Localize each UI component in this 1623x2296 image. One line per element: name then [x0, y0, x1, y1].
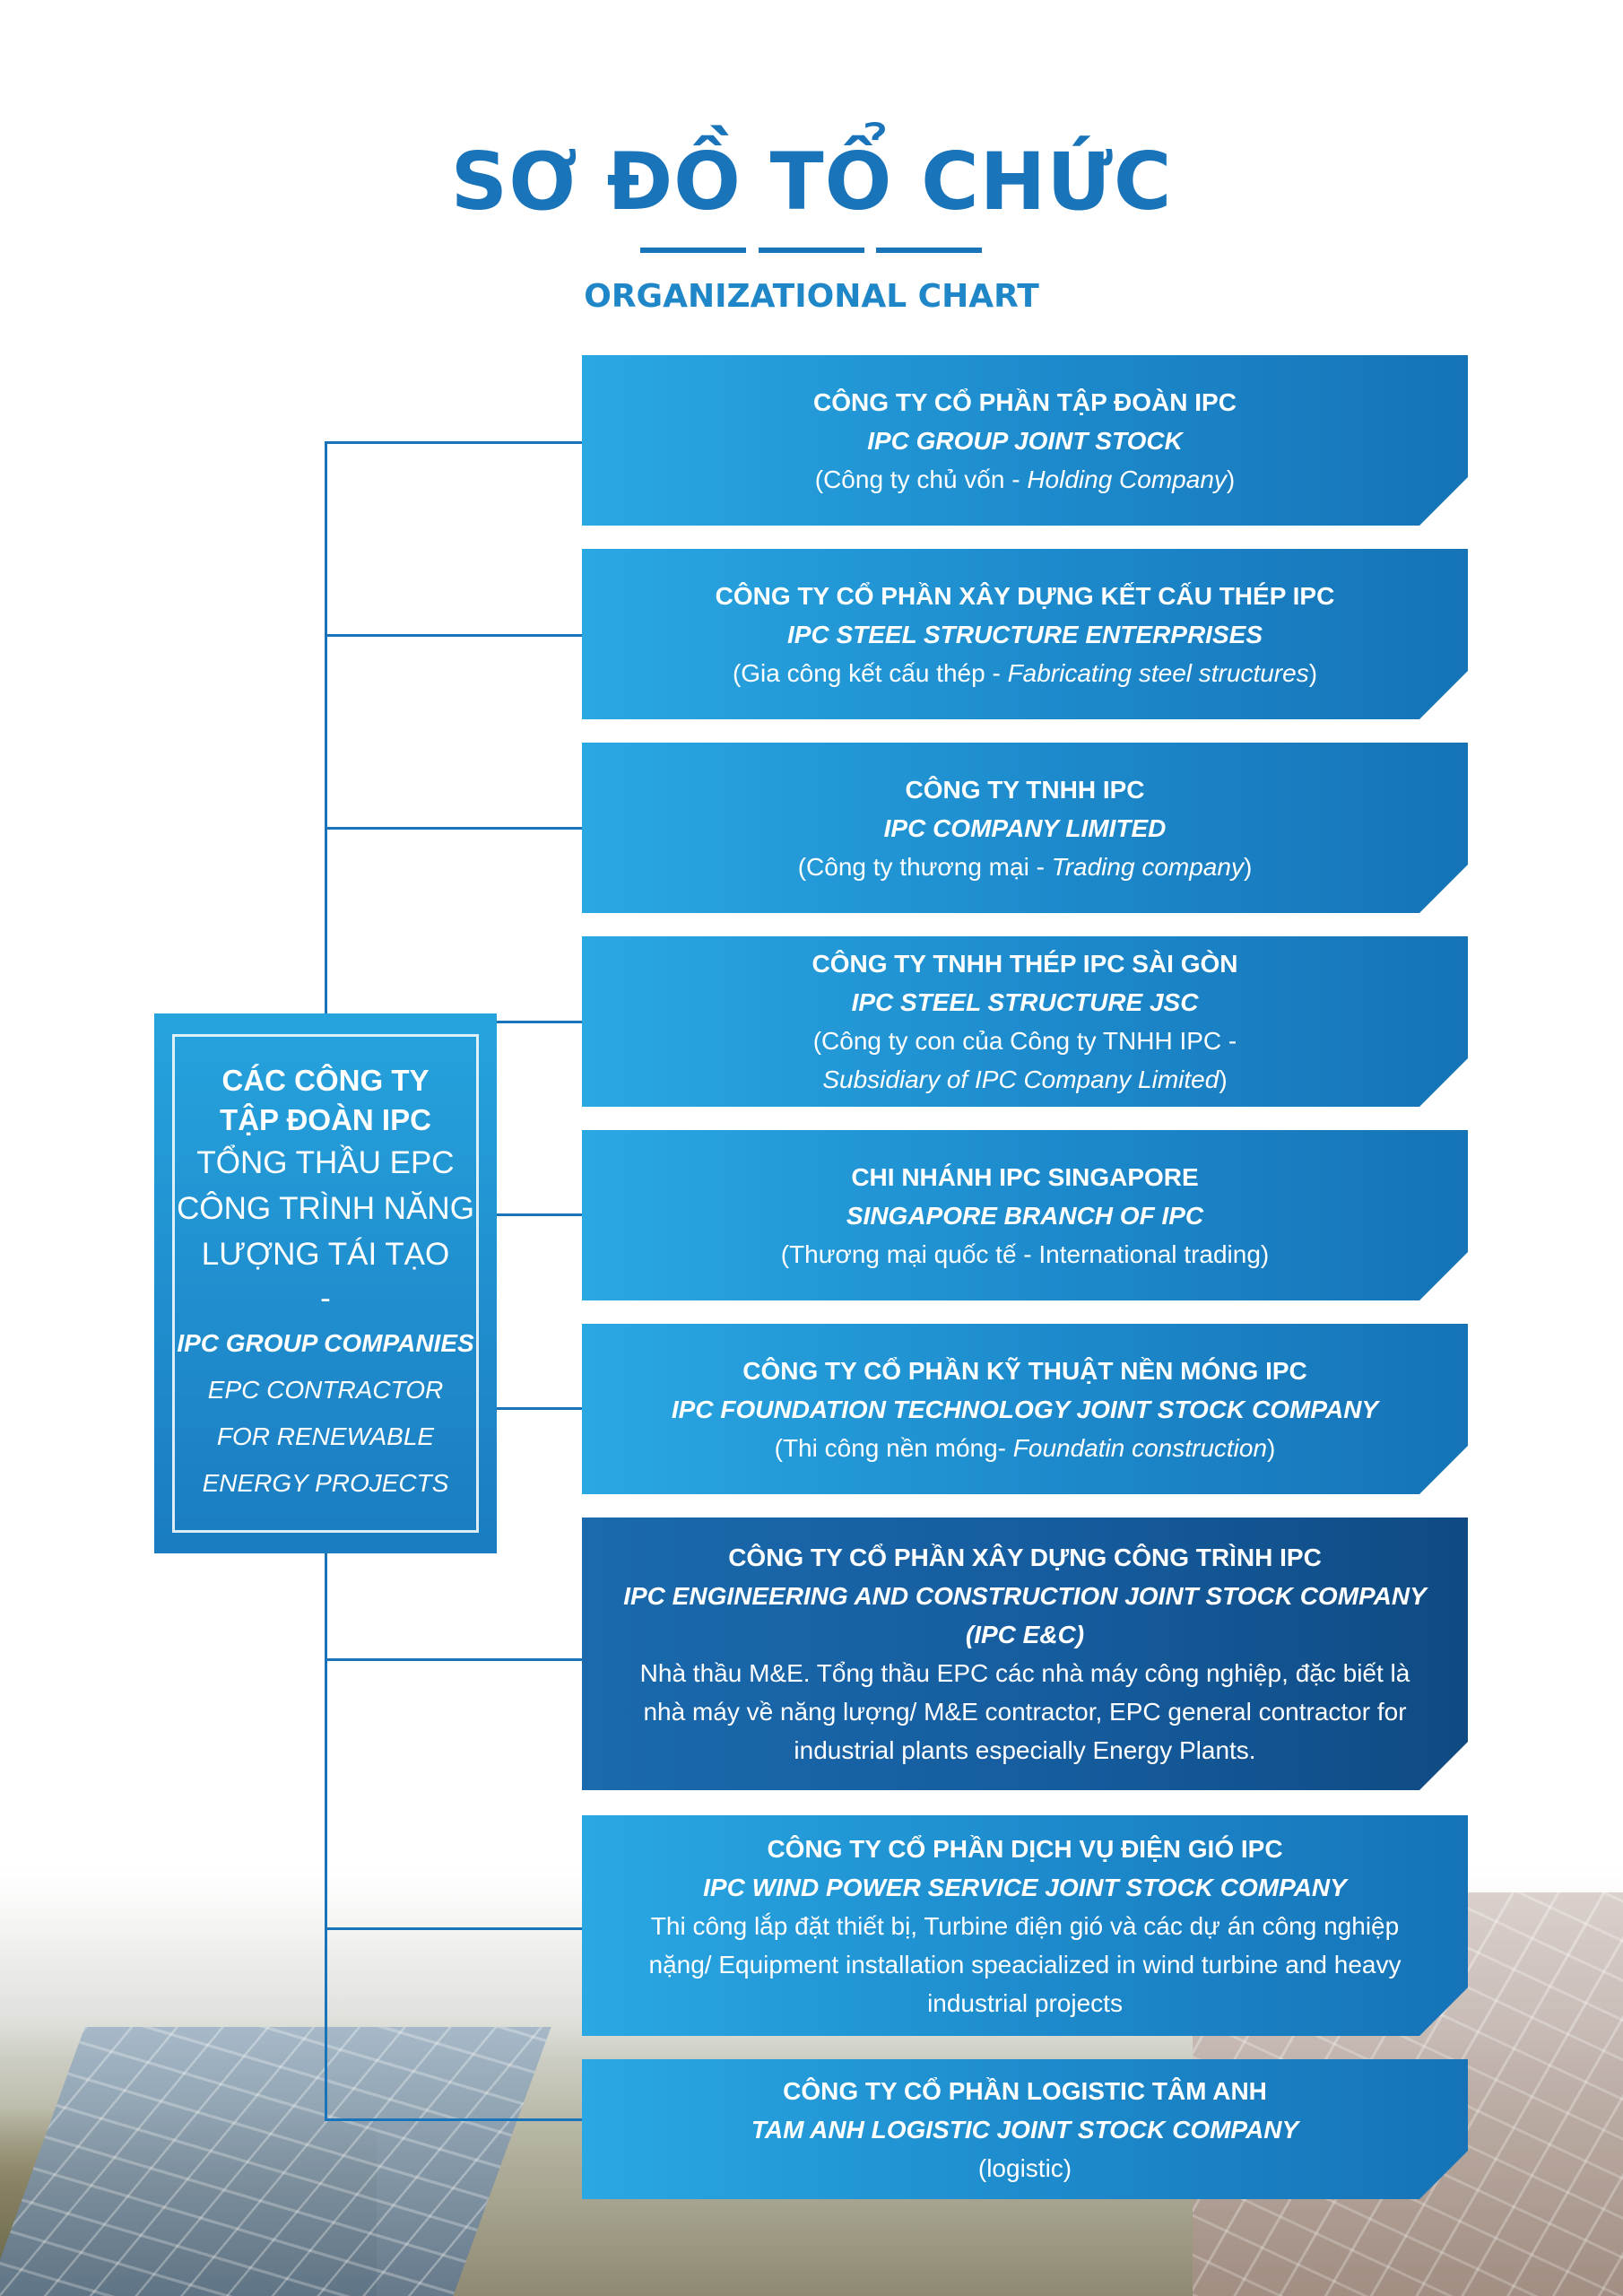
company-description: Nhà thầu M&E. Tổng thầu EPC các nhà máy … [639, 1659, 1410, 1687]
company-box-wind-power-service: CÔNG TY CỔ PHẦN DỊCH VỤ ĐIỆN GIÓ IPC IPC… [582, 1815, 1468, 2036]
company-english-name: TAM ANH LOGISTIC JOINT STOCK COMPANY [751, 2115, 1299, 2144]
connector-branch-line [325, 2118, 583, 2121]
group-english-title: IPC GROUP COMPANIES [177, 1328, 474, 1357]
company-english-name: IPC COMPANY LIMITED [883, 813, 1167, 842]
company-name: CÔNG TY TNHH THÉP IPC SÀI GÒN [812, 950, 1238, 978]
connector-branch-line [325, 1658, 583, 1661]
company-box-steel-structure: CÔNG TY CỔ PHẦN XÂY DỰNG KẾT CẤU THÉP IP… [582, 549, 1468, 719]
company-name: CÔNG TY CỔ PHẦN KỸ THUẬT NỀN MÓNG IPC [742, 1356, 1307, 1385]
company-description: (Gia công kết cấu thép - Fabricating ste… [732, 658, 1318, 687]
company-name: CÔNG TY CỔ PHẦN TẬP ĐOÀN IPC [813, 387, 1237, 416]
page-subtitle: ORGANIZATIONAL CHART [584, 278, 1039, 315]
group-summary-box: CÁC CÔNG TY TẬP ĐOÀN IPC TỔNG THẦU EPC C… [154, 1013, 497, 1553]
company-description: industrial projects [927, 1988, 1123, 2017]
company-name: CÔNG TY TNHH IPC [905, 775, 1145, 804]
company-english-name: IPC GROUP JOINT STOCK [867, 426, 1183, 455]
company-name: CHI NHÁNH IPC SINGAPORE [851, 1162, 1199, 1191]
group-subtitle-line: LƯỢNG TÁI TẠO [201, 1236, 450, 1272]
company-box-ipc-limited: CÔNG TY TNHH IPC IPC COMPANY LIMITED (Cô… [582, 743, 1468, 913]
company-name: CÔNG TY CỔ PHẦN XÂY DỰNG CÔNG TRÌNH IPC [728, 1544, 1322, 1571]
company-english-name: IPC STEEL STRUCTURE JSC [851, 988, 1199, 1016]
company-english-name: IPC ENGINEERING AND CONSTRUCTION JOINT S… [623, 1582, 1427, 1610]
group-english-line: FOR RENEWABLE [216, 1422, 435, 1450]
company-english-name: IPC STEEL STRUCTURE ENTERPRISES [786, 620, 1263, 648]
company-description: industrial plants especially Energy Plan… [794, 1736, 1256, 1764]
company-box-ipc-group: CÔNG TY CỔ PHẦN TẬP ĐOÀN IPC IPC GROUP J… [582, 355, 1468, 526]
group-summary-frame: CÁC CÔNG TY TẬP ĐOÀN IPC TỔNG THẦU EPC C… [172, 1034, 479, 1533]
company-description: nhà máy về năng lượng/ M&E contractor, E… [643, 1698, 1407, 1726]
group-separator: - [320, 1280, 331, 1316]
company-short-name: (IPC E&C) [965, 1621, 1085, 1648]
company-english-name: SINGAPORE BRANCH OF IPC [846, 1201, 1204, 1230]
group-title-line: TẬP ĐOÀN IPC [220, 1102, 431, 1136]
company-english-name: IPC WIND POWER SERVICE JOINT STOCK COMPA… [703, 1873, 1347, 1901]
company-description: nặng/ Equipment installation speacialize… [648, 1950, 1402, 1979]
company-description: (logistic) [977, 2153, 1072, 2182]
company-description: (Công ty thương mại - Trading company) [797, 852, 1253, 881]
company-box-tam-anh-logistic: CÔNG TY CỔ PHẦN LOGISTIC TÂM ANH TAM ANH… [582, 2059, 1468, 2199]
company-box-engineering-construction: CÔNG TY CỔ PHẦN XÂY DỰNG CÔNG TRÌNH IPC … [582, 1518, 1468, 1790]
connector-branch-line [325, 634, 583, 637]
title-underline-segment [759, 248, 864, 253]
connector-branch-line [325, 1927, 583, 1930]
group-english-line: EPC CONTRACTOR [207, 1375, 444, 1404]
page-title: SƠ ĐỒ TỔ CHỨC [450, 135, 1173, 228]
company-description: (Thương mại quốc tế - International trad… [780, 1239, 1270, 1268]
company-box-foundation-technology: CÔNG TY CỔ PHẦN KỸ THUẬT NỀN MÓNG IPC IP… [582, 1324, 1468, 1494]
title-underline-segment [876, 248, 982, 253]
company-name: CÔNG TY CỔ PHẦN DỊCH VỤ ĐIỆN GIÓ IPC [767, 1834, 1283, 1863]
company-box-ipc-saigon: CÔNG TY TNHH THÉP IPC SÀI GÒN IPC STEEL … [582, 936, 1468, 1107]
company-name: CÔNG TY CỔ PHẦN LOGISTIC TÂM ANH [783, 2076, 1267, 2105]
company-description: (Công ty con của Công ty TNHH IPC - [812, 1027, 1237, 1055]
group-title-line: CÁC CÔNG TY [221, 1063, 430, 1097]
company-english-name: IPC FOUNDATION TECHNOLOGY JOINT STOCK CO… [671, 1395, 1379, 1423]
connector-branch-line [325, 441, 583, 444]
company-description: (Công ty chủ vốn - Holding Company) [814, 465, 1236, 493]
company-box-singapore-branch: CHI NHÁNH IPC SINGAPORE SINGAPORE BRANCH… [582, 1130, 1468, 1300]
group-english-line: ENERGY PROJECTS [202, 1468, 449, 1497]
group-subtitle-line: TỔNG THẦU EPC [196, 1144, 455, 1180]
company-description: Subsidiary of IPC Company Limited) [822, 1065, 1228, 1093]
title-underline-segment [640, 248, 746, 253]
company-description: (Thi công nền móng- Foundatin constructi… [774, 1433, 1276, 1462]
company-description: Thi công lắp đặt thiết bị, Turbine điện … [650, 1911, 1400, 1940]
company-name: CÔNG TY CỔ PHẦN XÂY DỰNG KẾT CẤU THÉP IP… [715, 581, 1335, 610]
connector-branch-line [325, 827, 583, 830]
group-subtitle-line: CÔNG TRÌNH NĂNG [177, 1190, 474, 1226]
